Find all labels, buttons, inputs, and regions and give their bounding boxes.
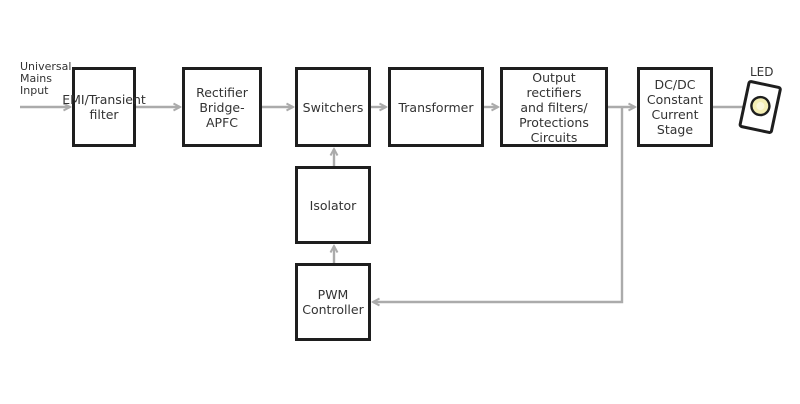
isolator-block: Isolator xyxy=(295,166,371,244)
rectifier-block: Rectifier Bridge-APFC xyxy=(182,67,262,147)
dcdc-stage-block: DC/DC Constant Current Stage xyxy=(637,67,713,147)
led-icon xyxy=(738,80,782,134)
led-label: LED xyxy=(750,65,774,79)
arrow-feedback-to-pwm xyxy=(373,107,624,302)
emi-filter-block: EMI/Transient filter xyxy=(62,67,146,147)
pwm-controller-block: PWM Controller xyxy=(295,263,371,341)
switchers-block: Switchers xyxy=(295,67,371,147)
input-label: Universal Mains Input xyxy=(20,60,72,97)
transformer-block: Transformer xyxy=(388,67,484,147)
output-rectifiers-block: Output rectifiers and filters/ Protectio… xyxy=(500,67,608,147)
